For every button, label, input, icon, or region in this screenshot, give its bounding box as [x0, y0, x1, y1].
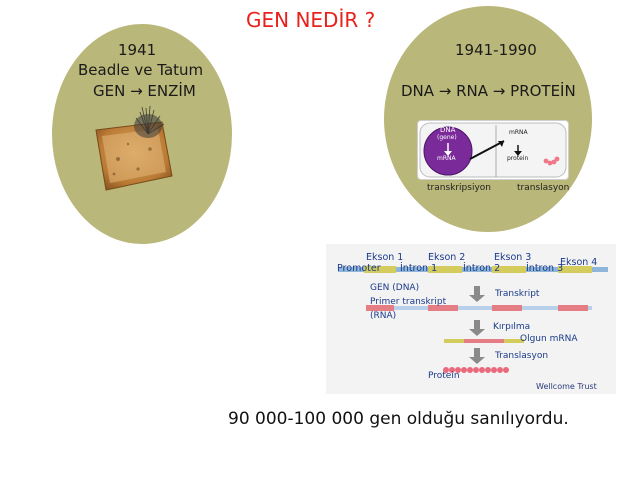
intron-3: İntron 3 [526, 263, 564, 274]
gene-structure-diagram [326, 244, 616, 394]
inset-gene-label: (gene) [437, 134, 457, 141]
cell-diagram [419, 122, 567, 178]
intron-2: İntron 2 [463, 263, 501, 274]
step-translation-label: Translasyon [495, 351, 549, 361]
mature-mrna-label: Olgun mRNA [520, 334, 578, 344]
step-splicing: Kırpılma [493, 322, 531, 332]
footer-statement: 90 000-100 000 gen olduğu sanılıyordu. [228, 409, 569, 429]
gene-dna-label: GEN (DNA) [370, 283, 420, 293]
left-authors: Beadle ve Tatum [78, 61, 204, 79]
page-title: GEN NEDİR ? [246, 8, 376, 32]
promoter: Promoter [337, 263, 381, 274]
left-relation: GEN → ENZİM [93, 82, 196, 100]
cell-inset [417, 120, 569, 180]
inset-mrna-right: mRNA [509, 129, 528, 136]
step-translation: translasyon [517, 183, 570, 193]
step-transcript: Transkript [495, 289, 540, 299]
right-years: 1941-1990 [455, 41, 537, 59]
step-transcription: transkripsiyon [427, 183, 491, 193]
central-dogma: DNA → RNA → PROTEİN [401, 82, 576, 100]
exon-1: Ekson 1 [366, 252, 404, 263]
exon-4: Ekson 4 [560, 257, 598, 268]
inset-dna-label: DNA [440, 126, 456, 134]
exon-2: Ekson 2 [428, 252, 466, 263]
protein-label: Protein [428, 371, 460, 381]
rna-label: (RNA) [370, 311, 397, 321]
right-circle [384, 6, 592, 232]
bread-mold-image [88, 104, 176, 196]
exon-3: Ekson 3 [494, 252, 532, 263]
primary-transcript-label: Primer transkript [370, 297, 447, 307]
inset-mrna-left: mRNA [437, 155, 456, 162]
inset-protein: protein [507, 155, 529, 162]
left-year: 1941 [118, 41, 157, 59]
intron-1: İntron 1 [400, 263, 438, 274]
credit: Wellcome Trust [536, 382, 597, 391]
